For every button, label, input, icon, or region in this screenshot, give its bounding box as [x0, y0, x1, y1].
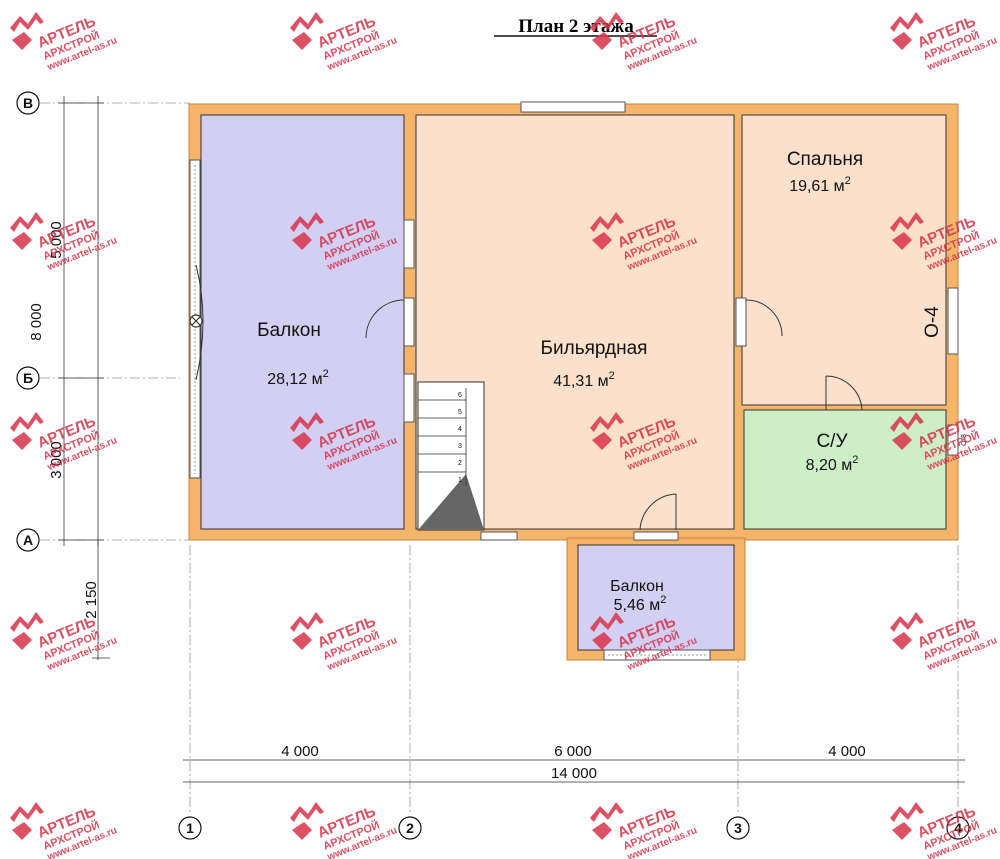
room-bathroom	[743, 409, 947, 530]
axis-label-b: Б	[23, 370, 33, 386]
stair-step: 1	[458, 477, 462, 484]
room-area-balcony-big: 28,12 м2	[267, 368, 329, 388]
stair-step: 6	[458, 392, 462, 399]
room-name-bedroom: Спальня	[787, 149, 863, 170]
stair-step: 4	[458, 426, 462, 433]
axis-label-v: В	[23, 95, 33, 111]
room-name-balcony-big: Балкон	[257, 320, 321, 341]
room-name-balcony-small: Балкон	[610, 578, 664, 595]
window-mark-o8: О-8	[961, 434, 968, 446]
room-name-billiard: Бильярдная	[541, 338, 648, 359]
left-dimensions	[58, 96, 110, 660]
staircase: 6 5 4 3 2 1	[417, 381, 485, 531]
stair-step: 2	[458, 460, 462, 467]
window-mark-o4: О-4	[922, 306, 943, 338]
dim-left-3000: 3 000	[48, 441, 65, 479]
axis-label-a: А	[23, 532, 33, 548]
dim-bottom-total: 14 000	[551, 765, 597, 782]
room-area-balcony-small: 5,46 м2	[614, 594, 667, 614]
dim-left-5000: 5 000	[48, 221, 65, 259]
axis-label-2: 2	[406, 820, 414, 836]
dim-bottom-1: 4 000	[281, 743, 319, 760]
dim-bottom-2: 6 000	[554, 743, 592, 760]
dim-bottom-3: 4 000	[828, 743, 866, 760]
stair-step: 3	[458, 443, 462, 450]
doors	[195, 264, 863, 531]
dim-left-total: 8 000	[28, 303, 45, 341]
room-area-bedroom: 19,61 м2	[789, 175, 851, 195]
room-area-bathroom: 8,20 м2	[806, 454, 859, 474]
railing	[194, 165, 706, 656]
lamp-icon	[189, 314, 203, 328]
axis-label-1: 1	[186, 820, 194, 836]
bottom-dimensions	[183, 759, 965, 783]
room-area-billiard: 41,31 м2	[553, 370, 615, 390]
stair-step: 5	[458, 409, 462, 416]
axis-label-4: 4	[954, 820, 962, 836]
room-bedroom	[741, 114, 947, 406]
dim-left-balcony: 2 150	[83, 581, 100, 619]
axis-label-3: 3	[734, 820, 742, 836]
room-balcony-big	[200, 114, 405, 530]
axis-markers	[16, 91, 970, 840]
room-name-bathroom: С/У	[816, 431, 848, 452]
